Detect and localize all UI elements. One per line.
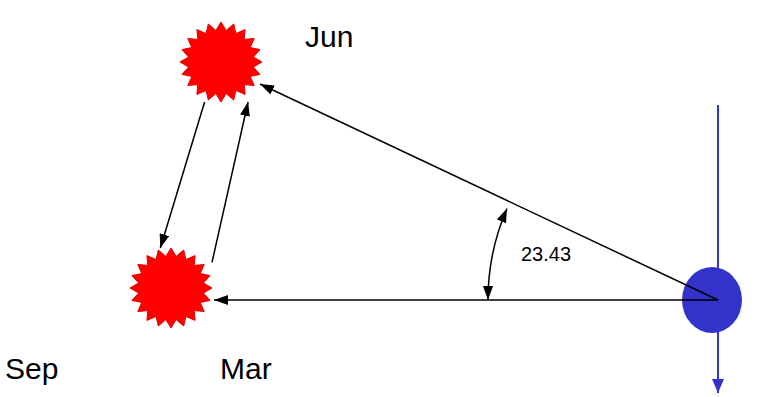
earth-axis [717, 105, 719, 393]
season-arrow [160, 102, 204, 248]
angle-arc [488, 209, 507, 301]
sun-star-shape [180, 22, 262, 102]
sun-star [180, 22, 262, 102]
month-label: Mar [220, 352, 272, 387]
sun: Jun [180, 22, 262, 102]
sight-line-june [260, 84, 718, 300]
season-arrow [212, 102, 248, 262]
angle-value: 23.43 [519, 242, 573, 266]
sun-star-shape [130, 248, 212, 328]
sight-line-equinox [214, 299, 718, 301]
month-label: Jun [305, 20, 353, 55]
sun-star [130, 248, 212, 328]
month-label: Sep [5, 352, 58, 387]
sun: SepMar [130, 248, 212, 328]
